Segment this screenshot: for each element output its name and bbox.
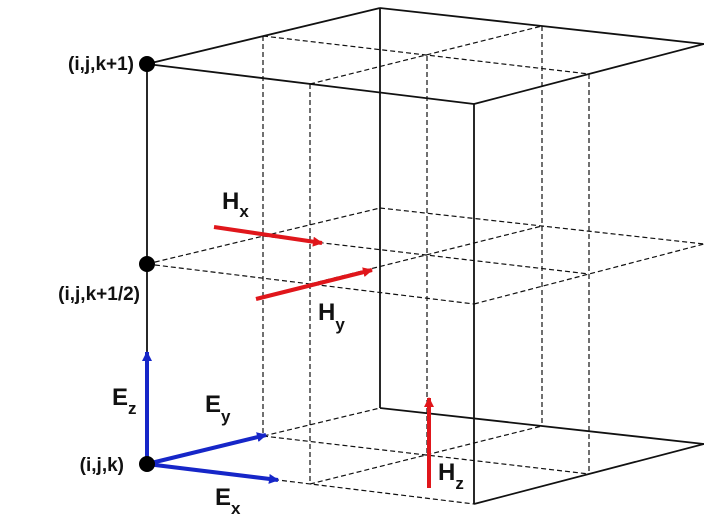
ez-label-base: E xyxy=(112,384,128,411)
hx-label-sub: x xyxy=(239,202,249,221)
node-bottom xyxy=(139,456,155,472)
grid-mid-midline-a xyxy=(262,235,590,275)
node-label-top: (i,j,k+1) xyxy=(68,54,134,75)
hz-label-sub: z xyxy=(455,474,464,493)
grid-bottom-midline-a xyxy=(262,435,590,475)
ez-label-sub: z xyxy=(128,399,137,418)
grid-nodes xyxy=(139,56,155,472)
ey-label-sub: y xyxy=(221,407,231,426)
ey-arrow xyxy=(146,432,267,466)
hy-label: Hy xyxy=(318,299,345,334)
electric-field-arrows xyxy=(142,351,279,484)
node-mid xyxy=(139,256,155,272)
hy-label-sub: y xyxy=(335,315,345,334)
node-top xyxy=(139,56,155,72)
hz-label: Hz xyxy=(438,459,464,493)
cube-solid-edges xyxy=(146,7,704,505)
hy-arrow xyxy=(255,267,373,301)
hz-label-base: H xyxy=(438,459,455,486)
node-label-mid: (i,j,k+1/2) xyxy=(58,284,140,305)
ex-arrow xyxy=(146,462,279,484)
hy-label-base: H xyxy=(318,299,335,326)
ey-label-base: E xyxy=(205,391,221,418)
grid-mid-back-right xyxy=(379,207,704,245)
grid-top-midline-a xyxy=(262,35,590,75)
ex-label-sub: x xyxy=(231,499,241,518)
ex-label: Ex xyxy=(215,484,241,518)
node-label-bottom: (i,j,k) xyxy=(80,455,124,476)
edge-bottom-back-right xyxy=(379,407,704,445)
ex-label-base: E xyxy=(215,484,231,511)
hx-label-base: H xyxy=(222,188,239,215)
hx-label: Hx xyxy=(222,188,249,221)
magnetic-field-arrows xyxy=(213,225,434,488)
ez-label: Ez xyxy=(112,384,137,418)
hx-arrow xyxy=(213,225,323,247)
ey-label: Ey xyxy=(205,391,231,426)
